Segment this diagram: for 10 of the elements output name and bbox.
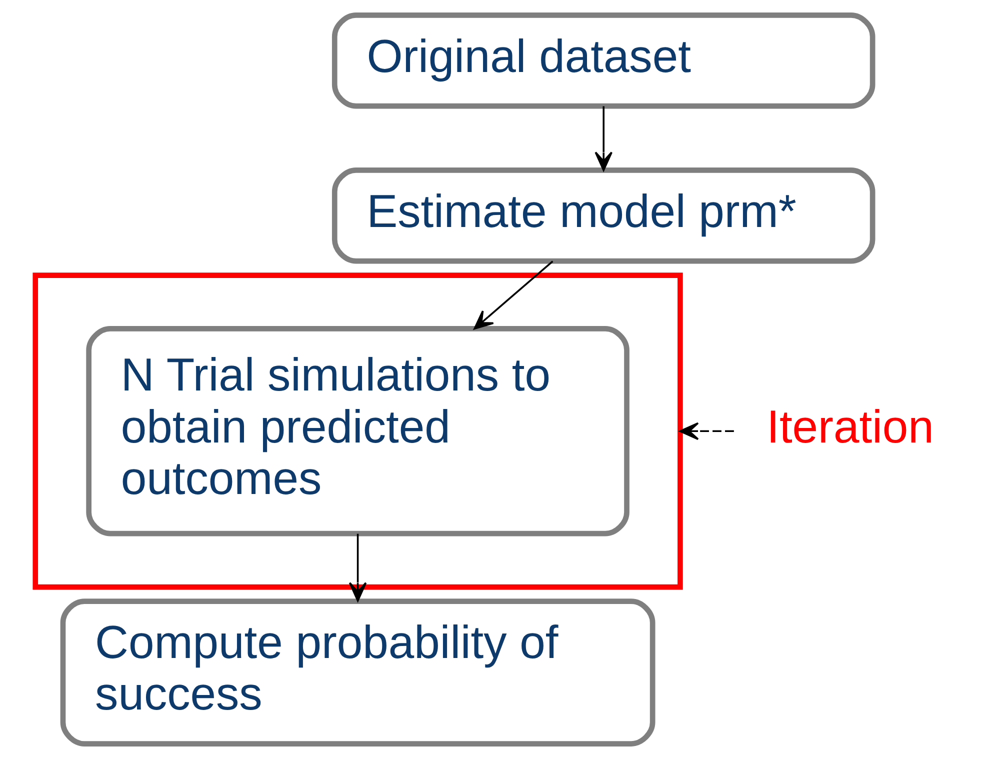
arrow	[348, 534, 366, 602]
arrow	[594, 106, 612, 172]
node-box: Compute probability of success	[60, 598, 655, 746]
arrow	[473, 260, 553, 330]
node-box: Estimate model prm*	[331, 168, 875, 264]
cluster	[32, 272, 682, 590]
arrow	[678, 422, 734, 440]
node-text: Iteration	[766, 400, 934, 452]
node-box: N Trial simulations to obtain predicted outcomes	[86, 326, 629, 536]
node-box: Original dataset	[331, 12, 875, 109]
